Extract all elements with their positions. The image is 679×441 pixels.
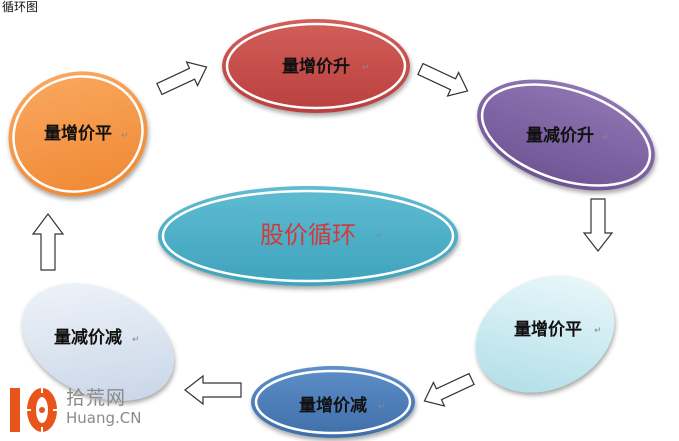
arrow-left-icon bbox=[184, 374, 242, 406]
node-volume-down-price-up bbox=[477, 79, 655, 191]
node-label-volume-down-price-up: 量减价升 bbox=[526, 125, 594, 146]
logo-number-mark bbox=[10, 388, 57, 432]
node-volume-down-price-down bbox=[22, 283, 174, 401]
node-volume-up-price-flat-right bbox=[475, 275, 615, 393]
arrow-down-icon bbox=[582, 198, 614, 252]
node-label-volume-up-price-flat-right: 量增价平 bbox=[514, 319, 582, 340]
arrow-down-left-icon bbox=[423, 372, 475, 407]
node-volume-up-price-down bbox=[251, 366, 415, 438]
logo-site-name: 拾荒网 bbox=[66, 387, 127, 409]
paragraph-mark: ↵ bbox=[602, 133, 610, 143]
arrow-up-icon bbox=[31, 213, 65, 271]
node-volume-up-price-up bbox=[222, 19, 410, 113]
diagram-caption: 循环图 bbox=[2, 0, 39, 14]
center-label: 股价循环 bbox=[260, 221, 356, 249]
node-label-volume-up-price-up: 量增价升 bbox=[282, 56, 350, 77]
node-label-volume-up-price-down: 量增价减 bbox=[299, 395, 367, 416]
node-label-volume-up-price-flat-left: 量增价平 bbox=[44, 123, 112, 144]
paragraph-mark: ↵ bbox=[121, 131, 129, 141]
center-ellipse bbox=[158, 186, 458, 286]
site-watermark-logo: 拾荒网 Huang.CN bbox=[4, 382, 144, 438]
paragraph-mark: ↵ bbox=[362, 63, 370, 73]
arrow-down-right-icon bbox=[417, 62, 469, 97]
arrow-up-right-icon bbox=[156, 61, 208, 96]
paragraph-mark: ↵ bbox=[378, 402, 386, 412]
logo-site-url: Huang.CN bbox=[66, 409, 142, 427]
paragraph-mark: ↵ bbox=[594, 326, 602, 336]
node-label-volume-down-price-down: 量减价减 bbox=[54, 327, 122, 348]
paragraph-mark: ↵ bbox=[132, 335, 140, 345]
paragraph-mark: ↵ bbox=[376, 231, 384, 241]
node-volume-up-price-flat-left bbox=[8, 71, 148, 197]
